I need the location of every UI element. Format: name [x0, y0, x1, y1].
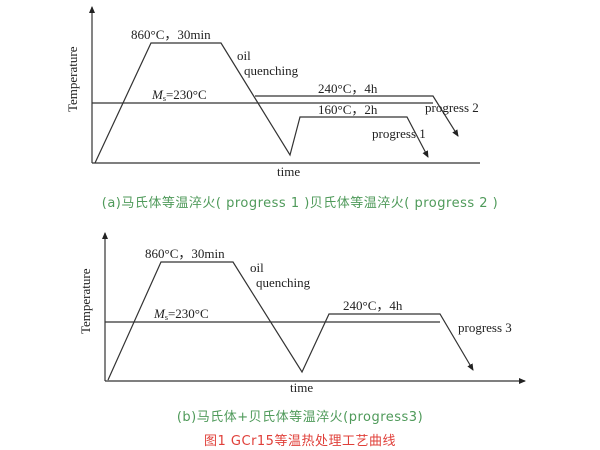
diagram-a	[89, 6, 480, 164]
figure-caption: 图1 GCr15等温热处理工艺曲线	[204, 434, 396, 449]
martensite-hold-label: 160°C，2h	[318, 102, 378, 117]
x-axis-label: time	[290, 380, 313, 395]
progress-3-label: progress 3	[458, 320, 512, 335]
progress-3-curve	[107, 261, 474, 381]
progress-2-label: progress 2	[425, 100, 479, 115]
quench-label-2: quenching	[244, 63, 299, 78]
bainite-hold-label: 240°C，4h	[318, 81, 378, 96]
progress-2-curve	[255, 95, 459, 137]
bainite-hold-label: 240°C，4h	[343, 298, 403, 313]
x-axis-label: time	[277, 164, 300, 179]
caption-a: (a)马氏体等温淬火( progress 1 )贝氏体等温淬火( progres…	[101, 196, 499, 211]
quench-label-2: quenching	[256, 275, 311, 290]
progress-1-curve	[94, 42, 429, 164]
austenitize-label: 860°C，30min	[145, 246, 225, 261]
caption-b: (b)马氏体+贝氏体等温淬火(progress3)	[176, 410, 424, 425]
austenitize-label: 860°C，30min	[131, 27, 211, 42]
y-axis-label: Temperature	[78, 268, 93, 334]
diagram-b	[102, 232, 526, 384]
ms-label: Ms=230°C	[151, 87, 207, 103]
ms-label: Ms=230°C	[153, 306, 209, 322]
quench-label-1: oil	[237, 48, 251, 63]
y-axis-label: Temperature	[65, 46, 80, 112]
quench-label-1: oil	[250, 260, 264, 275]
progress-1-label: progress 1	[372, 126, 426, 141]
